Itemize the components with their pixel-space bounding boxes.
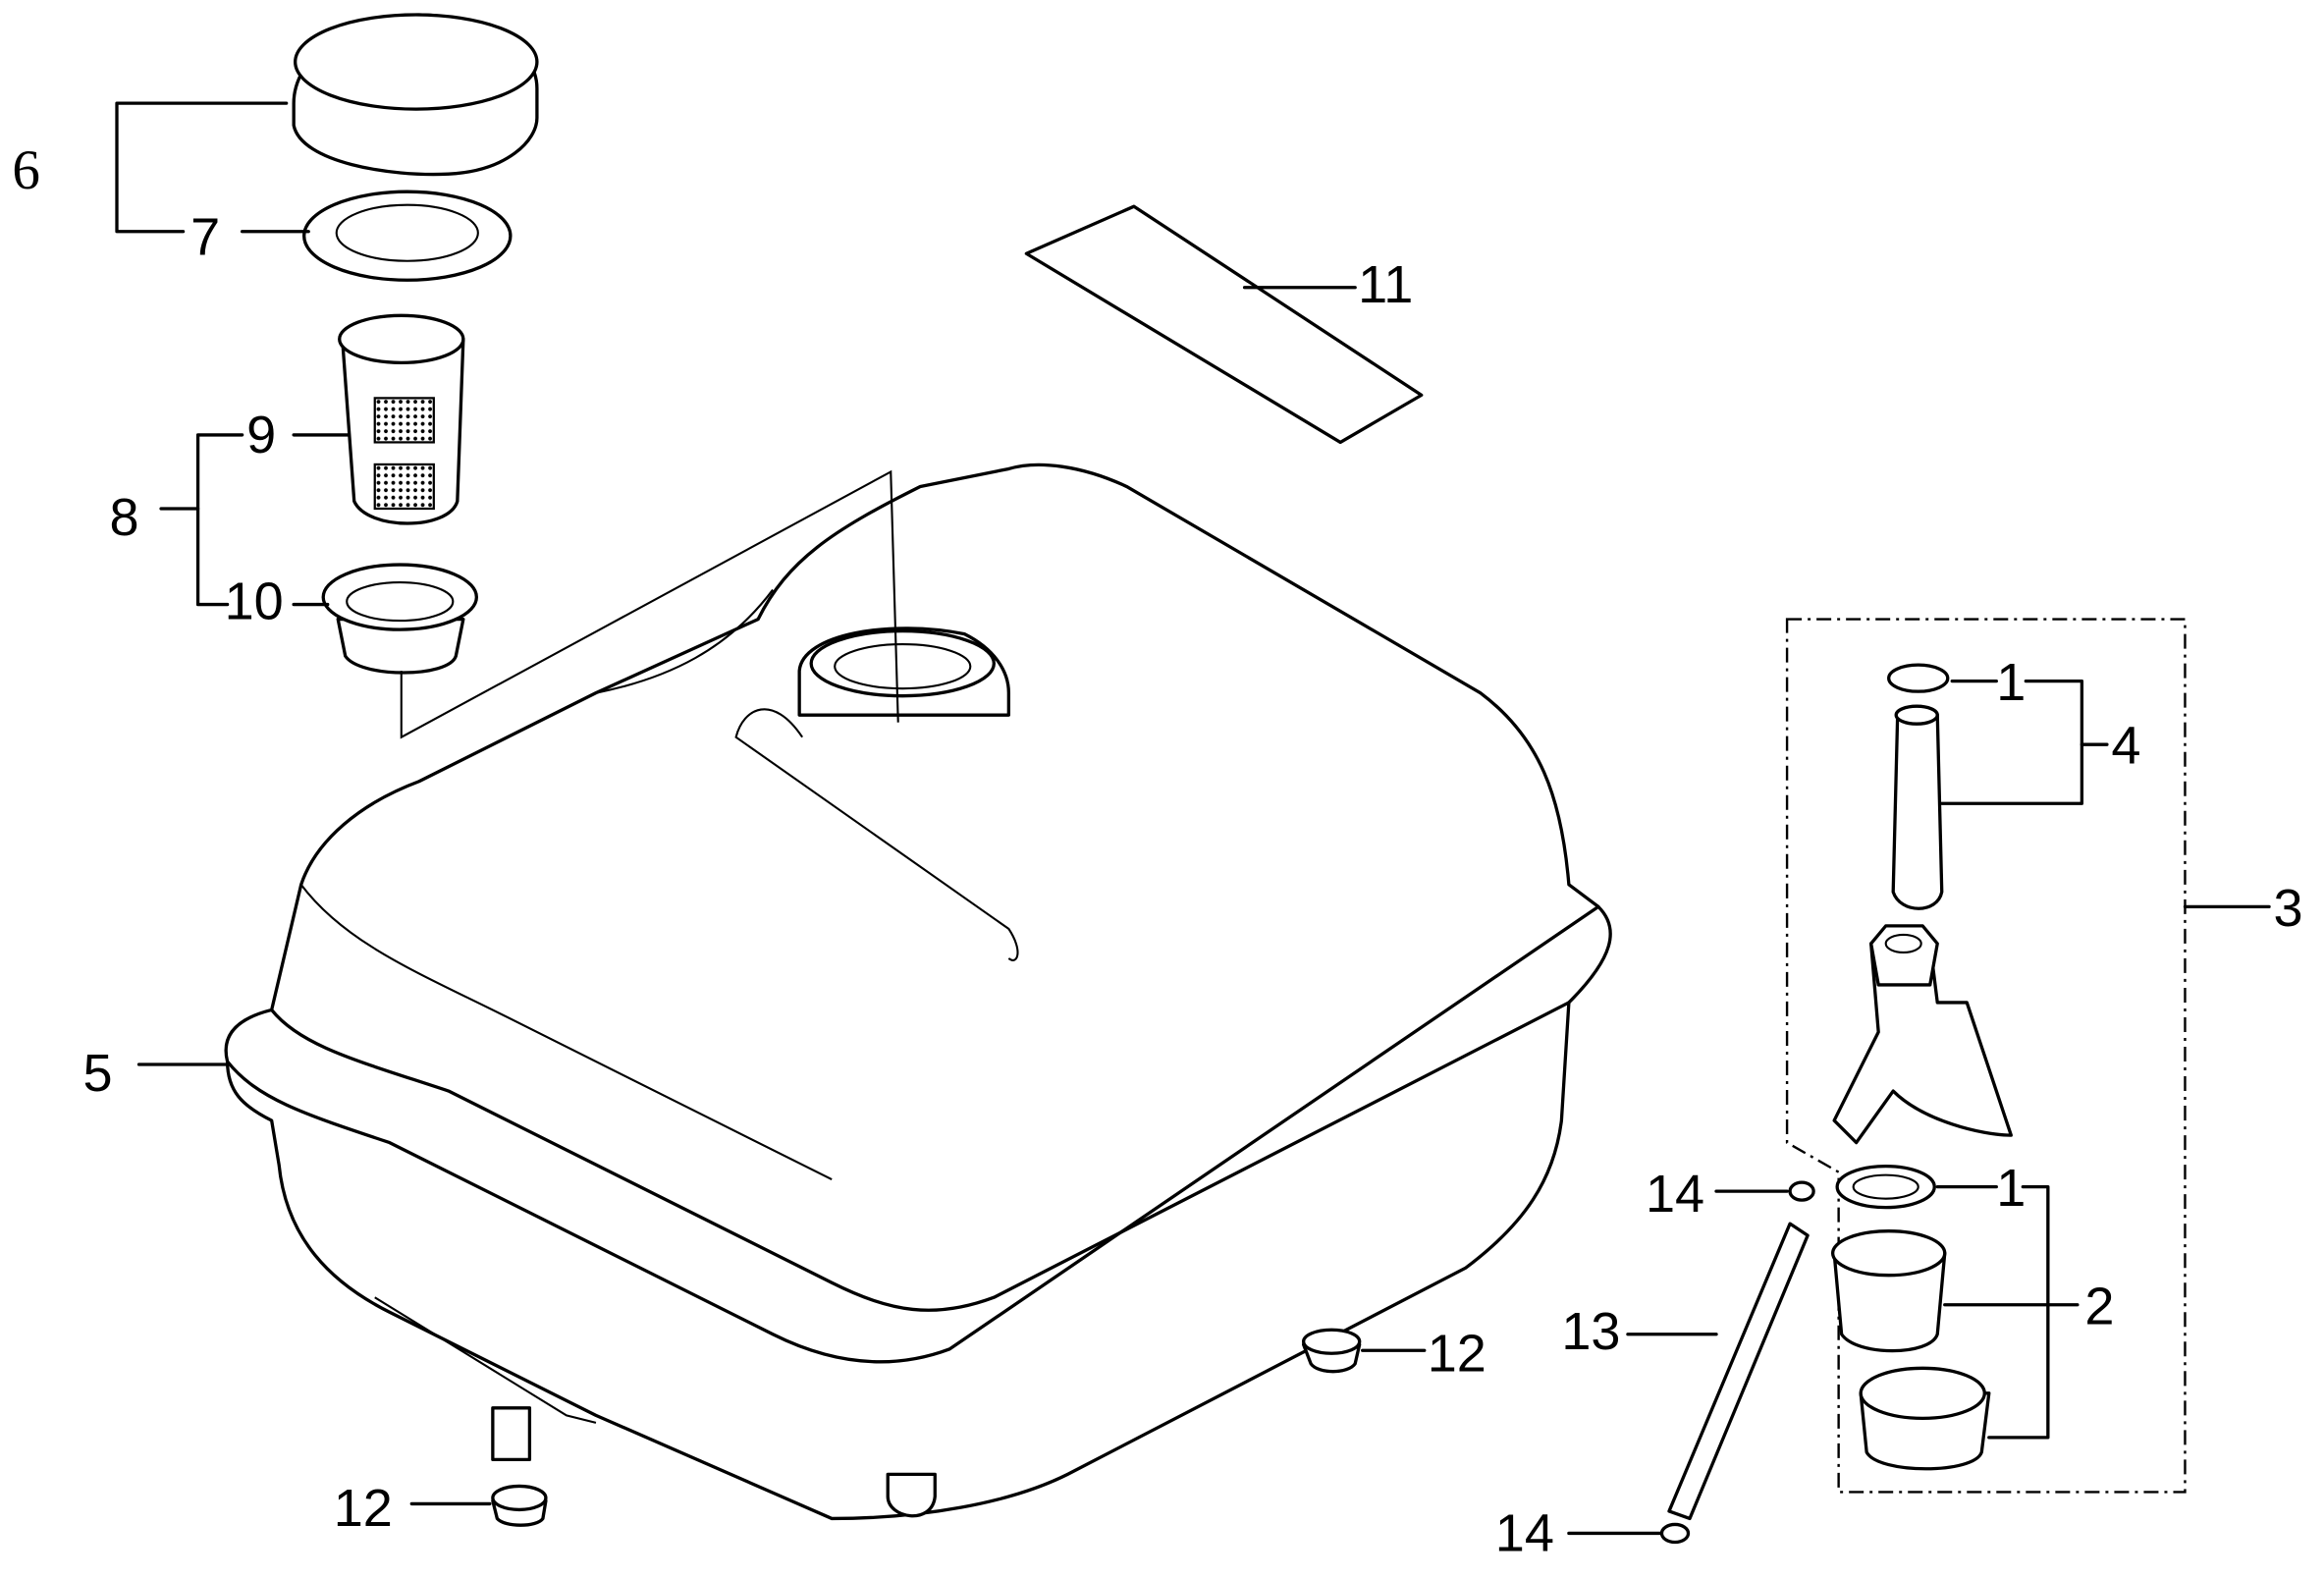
callout-10: 10: [225, 572, 284, 631]
fuel-hose: [1667, 1222, 1810, 1521]
callout-1-bottom: 1: [1996, 1159, 2026, 1218]
callout-8: 8: [110, 488, 139, 547]
callout-6: 6: [12, 139, 40, 201]
fuel-cap: [292, 13, 539, 177]
hose-clip-bottom: [1659, 1522, 1691, 1545]
callout-3: 3: [2274, 879, 2303, 938]
callout-4: 4: [2111, 717, 2140, 776]
fuel-strainer: [338, 313, 465, 525]
callout-13: 13: [1561, 1302, 1620, 1361]
callout-12-right: 12: [1428, 1324, 1486, 1383]
callout-14-bottom: 14: [1495, 1503, 1554, 1562]
leader-lines: [115, 101, 2271, 1536]
callout-9: 9: [246, 406, 276, 464]
callout-14-top: 14: [1646, 1165, 1704, 1224]
callout-5: 5: [82, 1044, 112, 1103]
callout-12-left: 12: [334, 1479, 393, 1538]
cap-gasket: [302, 190, 513, 282]
strainer-holder: [321, 563, 479, 675]
sediment-cup-assembly: [1830, 1164, 1991, 1471]
warning-label: [1024, 204, 1424, 445]
callout-7: 7: [190, 208, 220, 267]
callout-2: 2: [2084, 1277, 2114, 1335]
hose-clip-top: [1788, 1180, 1815, 1202]
fuel-tank: [224, 463, 1612, 1521]
fuel-valve: [1832, 663, 2013, 1145]
callout-1-top: 1: [1996, 653, 2026, 712]
drain-plug: [491, 1328, 1362, 1527]
callout-11: 11: [1358, 255, 1413, 314]
